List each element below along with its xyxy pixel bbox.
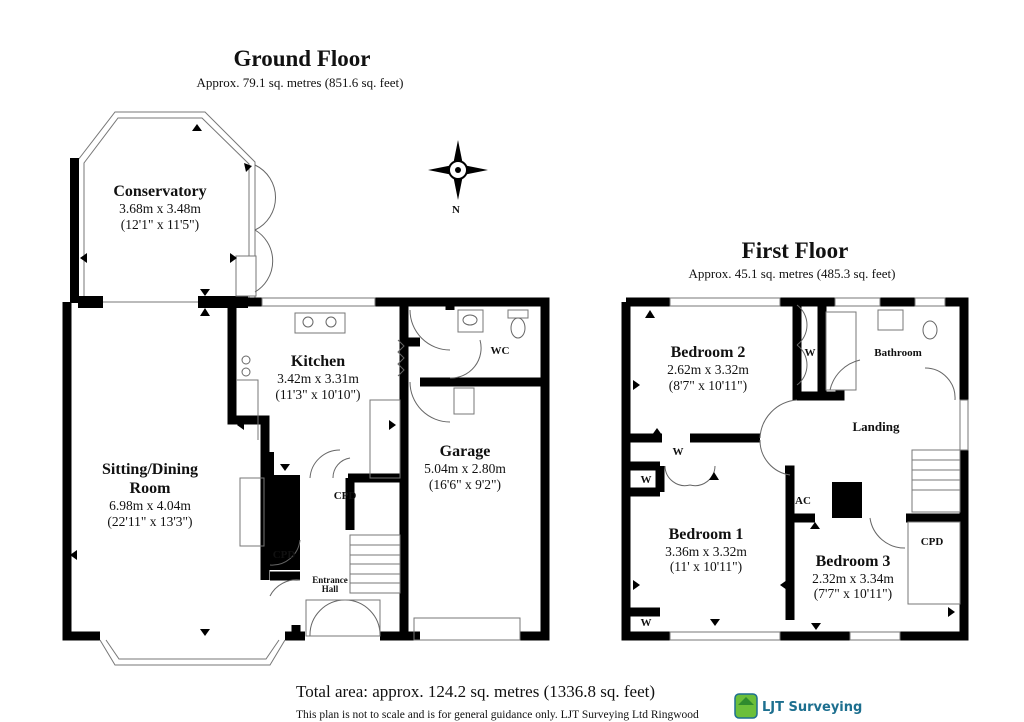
ljt-surveying-logo: LJT Surveying <box>734 693 862 719</box>
entrance-hall-label-2: Hall <box>322 584 339 594</box>
first-floor-area: Approx. 45.1 sq. metres (485.3 sq. feet) <box>689 266 896 281</box>
first-floor-title: First Floor <box>742 238 849 263</box>
disclaimer: This plan is not to scale and is for gen… <box>296 709 699 721</box>
bedroom1-imperial: (11' x 10'11") <box>670 559 742 574</box>
kitchen-name: Kitchen <box>291 353 345 370</box>
compass-rose-icon: N <box>428 140 488 216</box>
conservatory-name: Conservatory <box>113 183 206 200</box>
first-floor-stairs <box>911 449 961 513</box>
airing-cupboard-label: AC <box>795 495 811 507</box>
total-area: Total area: approx. 124.2 sq. metres (13… <box>296 682 655 701</box>
logo-text: LJT Surveying <box>762 700 862 715</box>
bedroom2-wardrobe-label: W <box>805 347 816 359</box>
ground-floor-stairs <box>349 534 401 594</box>
bedroom1-metric: 3.36m x 3.32m <box>665 544 747 559</box>
wardrobe-bottom-label: W <box>641 617 652 629</box>
sitting-room-name-1: Sitting/Dining <box>102 461 198 478</box>
landing-label: Landing <box>853 419 900 434</box>
bedroom2-imperial: (8'7" x 10'11") <box>669 378 747 393</box>
sitting-room-imperial: (22'11" x 13'3") <box>107 514 192 529</box>
garage-name: Garage <box>440 443 491 460</box>
sitting-cupboard-label: CPD <box>273 549 296 561</box>
ground-floor-title: Ground Floor <box>234 46 371 71</box>
ground-floor-area: Approx. 79.1 sq. metres (851.6 sq. feet) <box>197 75 404 90</box>
bedroom2-name: Bedroom 2 <box>671 344 746 361</box>
wardrobe-left-label: W <box>641 474 652 486</box>
bedroom1-name: Bedroom 1 <box>669 526 744 543</box>
sitting-room-name-2: Room <box>130 480 172 497</box>
sitting-room-metric: 6.98m x 4.04m <box>109 498 191 513</box>
bedroom2-metric: 2.62m x 3.32m <box>667 362 749 377</box>
conservatory-imperial: (12'1" x 11'5") <box>121 217 199 232</box>
bedroom3-imperial: (7'7" x 10'11") <box>814 586 892 601</box>
kitchen-metric: 3.42m x 3.31m <box>277 371 359 386</box>
garage-metric: 5.04m x 2.80m <box>424 461 506 476</box>
bedroom3-name: Bedroom 3 <box>816 553 891 570</box>
kitchen-imperial: (11'3" x 10'10") <box>275 387 360 402</box>
ground-floor-walls <box>62 111 550 666</box>
wardrobe-top-label: W <box>673 446 684 458</box>
compass-north-label: N <box>452 204 460 216</box>
entrance-hall-label-1: Entrance <box>312 575 348 585</box>
bathroom-label: Bathroom <box>874 347 921 359</box>
hall-cupboard-label: CPD <box>334 490 357 502</box>
wc-label: WC <box>491 345 510 357</box>
first-floor-walls <box>621 297 969 641</box>
conservatory-metric: 3.68m x 3.48m <box>119 201 201 216</box>
garage-imperial: (16'6" x 9'2") <box>429 477 501 492</box>
first-floor-cupboard-label: CPD <box>921 536 944 548</box>
bedroom3-metric: 2.32m x 3.34m <box>812 571 894 586</box>
